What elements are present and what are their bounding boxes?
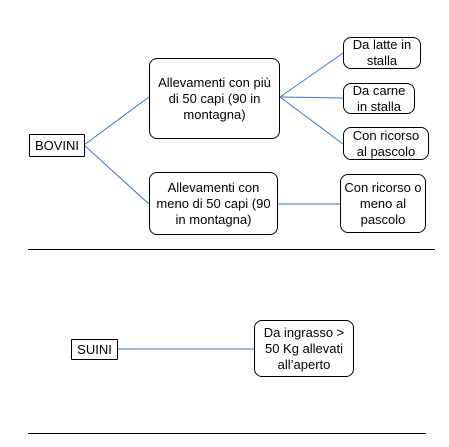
meat-stable-node: Da carne in stalla <box>343 83 415 114</box>
suini-root-node: SUINI <box>71 339 118 360</box>
fattening-outdoor-node: Da ingrasso > 50 Kg allevati all’aperto <box>254 320 354 377</box>
separator-line-bottom <box>28 433 426 434</box>
connector-large-farms-to-pasture <box>279 96 344 145</box>
connector-bovini-to-small-farms <box>83 144 150 205</box>
dairy-stable-node: Da latte in stalla <box>343 37 421 69</box>
connector-large-farms-to-dairy <box>279 52 344 98</box>
bovini-root-node: BOVINI <box>29 134 85 157</box>
pasture-large-node: Con ricorso al pascolo <box>343 127 429 160</box>
small-farms-node: Allevamenti con meno di 50 capi (90 in m… <box>149 172 278 235</box>
pasture-small-node: Con ricorso o meno al pascolo <box>340 174 426 233</box>
large-farms-node: Allevamenti con più di 50 capi (90 in mo… <box>149 58 280 139</box>
connector-large-farms-to-meat <box>279 96 344 99</box>
connector-bovini-to-large-farms <box>83 96 150 146</box>
separator-line-top <box>28 249 435 250</box>
